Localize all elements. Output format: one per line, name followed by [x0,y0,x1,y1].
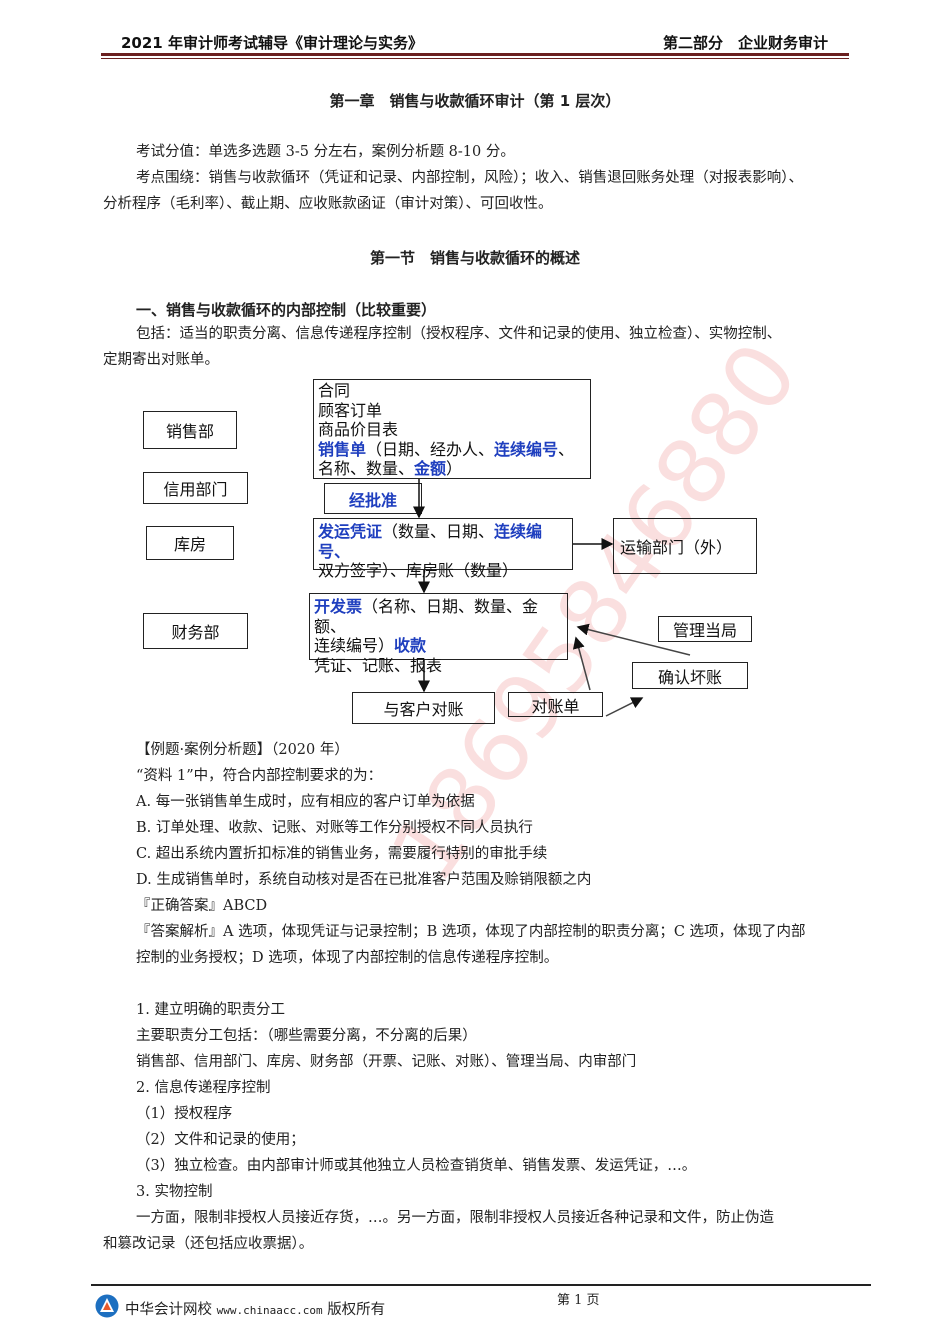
dept-credit: 信用部门 [143,472,248,504]
invoice-line: 连续编号）收款 [310,636,567,656]
body-line: （3）独立检查。由内部审计师或其他独立人员检查销货单、销售发票、发运凭证，…。 [136,1158,697,1174]
serial-number-label: 连续编号、 [318,522,543,561]
subsection-title: 一、销售与收款循环的内部控制（比较重要） [136,301,437,319]
intro-line: 考试分值：单选多选题 3-5 分左右，案例分析题 8-10 分。 [136,144,515,160]
serial-number-label: 连续编号 [494,439,559,459]
management-box: 管理当局 [658,616,752,642]
intro-line: 考点围绕：销售与收款循环（凭证和记录、内部控制，风险）；收入、销售退回账务处理（… [136,170,803,186]
body-line: 2. 信息传递程序控制 [136,1080,271,1096]
text: 、 [558,439,575,459]
approval-label: 经批准 [348,490,397,510]
analysis: 控制的业务授权；D 选项，体现了内部控制的信息传递程序控制。 [136,950,559,966]
statement-label: 对账单 [531,696,580,716]
chapter-title: 第一章 销售与收款循环审计（第 1 层次） [329,92,621,110]
option-a: A. 每一张销售单生成时，应有相应的客户订单为依据 [136,794,475,810]
analysis: 『答案解析』A 选项，体现凭证与记录控制；B 选项，体现了内部控制的职责分离；C… [136,924,806,940]
approval-box: 经批准 [324,483,422,514]
dept-label: 销售部 [165,422,214,441]
invoice-line: 凭证、记账、报表 [314,655,443,675]
text: ） [446,459,463,478]
arrow-baddebt-to-invoice [576,623,691,656]
dept-finance: 财务部 [143,613,248,649]
brand-name: 中华会计网校 [125,1302,212,1318]
management-label: 管理当局 [672,621,737,640]
header-section: 第二部分 企业财务审计 [662,34,828,52]
option-c: C. 超出系统内置折扣标准的销售业务，需要履行特别的审批手续 [136,846,548,862]
body-line: 和篡改记录（还包括应收票据）。 [103,1236,314,1252]
text: （日期、经办人、 [366,439,495,459]
bad-debt-box: 确认坏账 [632,662,748,689]
text: 连续编号） [314,636,395,655]
doc-sales-order: 销售单（日期、经办人、连续编号、 [314,440,590,460]
intro-line: 分析程序（毛利率）、截止期、应收账款函证（审计对策）、可回收性。 [103,196,553,212]
brand-url[interactable]: www.chinaacc.com [216,1304,323,1317]
text: 名称、数量、 [318,459,415,478]
invoice-line: 开发票（名称、日期、数量、金额、 [310,597,567,636]
example-question: “资料 1”中，符合内部控制要求的为： [136,768,383,784]
body-line: 主要职责分工包括：（哪些需要分离，不分离的后果） [136,1028,477,1044]
shipping-voucher-label: 发运凭证 [318,522,383,541]
bad-debt-label: 确认坏账 [657,667,722,687]
amount-label: 金额 [414,459,447,478]
shipping-box: 发运凭证（数量、日期、连续编号、 双方签字）、库房账（数量） [313,518,573,580]
header-title: 2021 年审计师考试辅导《审计理论与实务》 [121,34,423,52]
shipping-line: 发运凭证（数量、日期、连续编号、 [314,522,572,561]
transport-label: 运输部门（外） [620,538,733,557]
reconcile-label: 与客户对账 [383,700,464,719]
footer-rule [91,1284,871,1286]
dept-sales: 销售部 [143,411,237,449]
dept-label: 信用部门 [163,480,228,499]
answer: 『正确答案』ABCD [136,898,268,914]
dept-label: 库房 [173,535,206,554]
arrow-statement-to-baddebt [605,697,644,717]
subsection-text: 定期寄出对账单。 [103,352,219,368]
body-line: 销售部、信用部门、库房、财务部（开票、记账、对账）、管理当局、内审部门 [136,1054,637,1070]
reconcile-box: 与客户对账 [352,692,495,724]
option-b: B. 订单处理、收款、记账、对账等工作分别授权不同人员执行 [136,820,533,836]
dept-label: 财务部 [171,623,220,642]
body-line: （2）文件和记录的使用； [136,1132,305,1148]
arrow-statement-to-invoice [572,636,591,691]
section-title: 第一节 销售与收款循环的概述 [369,249,580,267]
collection-label: 收款 [394,636,427,655]
sales-order-box: 合同 顾客订单 商品价目表 销售单（日期、经办人、连续编号、 名称、数量、金额） [313,379,591,479]
doc-contract: 合同 [318,381,351,400]
header-rule [101,53,849,56]
text: （数量、日期、 [382,522,495,541]
shipping-line: 双方签字）、库房账（数量） [318,561,519,580]
body-line: 一方面，限制非授权人员接近存货，…。另一方面，限制非授权人员接近各种记录和文件，… [136,1210,774,1226]
page-number: 第 1 页 [557,1293,600,1308]
dept-warehouse: 库房 [146,526,234,560]
example-title: 【例题·案例分析题】（2020 年） [136,742,349,758]
doc-sales-order-cont: 名称、数量、金额） [314,459,590,479]
header-rule-thin [101,58,849,59]
doc-customer-order: 顾客订单 [318,400,383,420]
subsection-text: 包括：适当的职责分离、信息传递程序控制（授权程序、文件和记录的使用、独立检查）、… [136,326,782,342]
transport-box: 运输部门（外） [613,518,757,574]
statement-box: 对账单 [508,692,603,717]
invoice-box: 开发票（名称、日期、数量、金额、 连续编号）收款 凭证、记账、报表 [309,593,568,675]
sales-order-label: 销售单 [318,439,367,459]
doc-price-list: 商品价目表 [318,420,399,439]
body-line: 3. 实物控制 [136,1184,213,1200]
option-d: D. 生成销售单时，系统自动核对是否在已批准客户范围及赊销限额之内 [136,872,592,888]
copyright: 版权所有 [327,1302,386,1318]
body-line: 1. 建立明确的职责分工 [136,1002,285,1018]
text: （名称、日期、数量、金额、 [314,597,539,636]
body-line: （1）授权程序 [136,1106,233,1122]
invoice-label: 开发票 [314,597,363,616]
chinaacc-logo-icon [95,1294,119,1318]
footer-brand: 中华会计网校 www.chinaacc.com 版权所有 [125,1298,385,1319]
